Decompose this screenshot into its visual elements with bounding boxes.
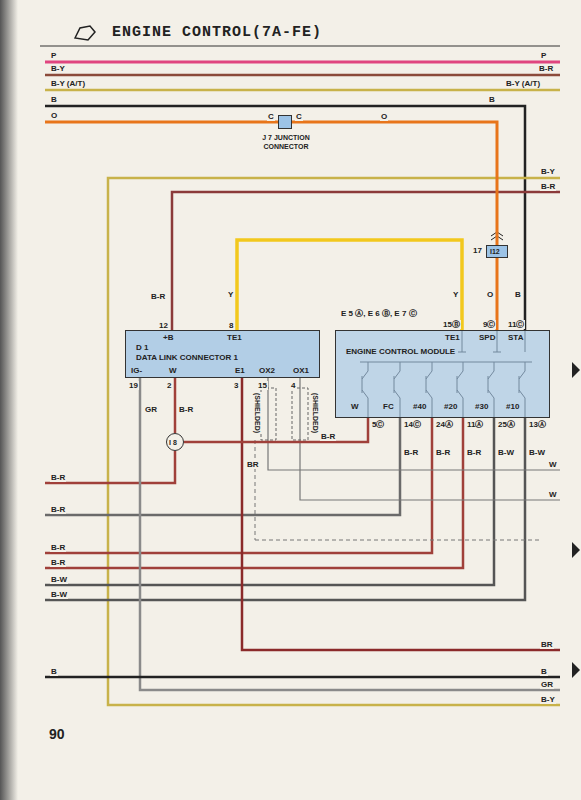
wire-connector [174, 378, 177, 433]
pin-number: 15 [257, 381, 268, 390]
pin-number: 15Ⓑ [442, 320, 461, 329]
pin-name: #40 [412, 402, 427, 411]
pin-number: 11Ⓒ [507, 320, 525, 329]
wire-color: B-Y [540, 167, 556, 176]
pin-name: IG- [130, 366, 143, 375]
pin-label: C [295, 112, 303, 121]
wire-color: O [50, 111, 58, 120]
junction-connector: J 7 JUNCTION CONNECTOR [278, 115, 292, 129]
wire-color: B-Y [50, 64, 66, 73]
wire-color: B-W [50, 575, 68, 584]
wire-color: B-R [50, 473, 66, 482]
pin-name: E1 [234, 366, 246, 375]
wire-color: B [50, 95, 58, 104]
wire-color: B [540, 667, 548, 676]
wire-color: W [548, 490, 558, 499]
pin-name: SPD [478, 333, 496, 342]
connector-box: I12 [486, 245, 508, 258]
page-title: ENGINE CONTROL(7A-FE) [112, 24, 322, 42]
wire-color: B-Y (A/T) [50, 79, 86, 88]
pin-name: #10 [505, 402, 520, 411]
wire-color: O [380, 112, 388, 121]
wire-color: B-W [528, 448, 546, 457]
wire-color: B-R [50, 543, 66, 552]
pin-name: TE1 [444, 333, 461, 342]
wire-color: B-R [150, 292, 166, 301]
wire-color: B [488, 95, 496, 104]
wire-color: B [50, 667, 58, 676]
pin-label: C [267, 112, 275, 121]
wire-color: P [50, 51, 57, 60]
wire-color: B-R [403, 448, 419, 457]
wire-color: B-R [50, 558, 66, 567]
wire-color: B-R [466, 448, 482, 457]
pin-number: 24Ⓐ [435, 420, 454, 429]
wire-connector [184, 418, 368, 442]
pin-number: 5Ⓒ [371, 420, 385, 429]
wire-color: BR [246, 460, 260, 469]
pin-name: FC [382, 402, 395, 411]
pin-number: 14Ⓒ [403, 420, 422, 429]
wire-color: B-R [538, 64, 554, 73]
wire-color: BR [540, 640, 554, 649]
pin-number: 2 [166, 381, 172, 390]
wire-color: B-Y [540, 695, 556, 704]
wire-color: Y [452, 290, 459, 299]
pin-name: STA [507, 333, 524, 342]
pin-number: 8 [228, 321, 234, 330]
pin-name: W [168, 366, 178, 375]
node-text: ENGINE CONTROL MODULE [346, 347, 455, 356]
pin-number: 25Ⓐ [497, 420, 516, 429]
pin-name: W [350, 402, 360, 411]
wire-color: P [540, 51, 547, 60]
node-text: E 5 Ⓐ, E 6 Ⓑ, E 7 Ⓒ [341, 309, 417, 318]
wire-color: GR [144, 405, 158, 414]
pin-name: TE1 [226, 333, 243, 342]
page-number: 90 [48, 726, 66, 742]
pin-name: OX2 [258, 366, 276, 375]
wire-connector [237, 240, 462, 330]
pin-number: 4 [290, 381, 296, 390]
wire-color: B-R [50, 505, 66, 514]
shield-note: (SHIELDED) [311, 392, 320, 434]
wire-color: B-W [497, 448, 515, 457]
pin-number: 11Ⓐ [466, 420, 484, 429]
wire-color: O [486, 290, 494, 299]
pin-number: 9Ⓒ [482, 320, 496, 329]
wire-color: B-R [540, 182, 556, 191]
node-text: I12 [490, 247, 500, 256]
pin-number: 12 [158, 321, 169, 330]
wire-connector [292, 122, 497, 245]
wire-color: GR [540, 680, 554, 689]
connector-box: D 1DATA LINK CONNECTOR 1 [125, 330, 320, 378]
wire-color: B-R [320, 432, 336, 441]
node-text: I 8 [169, 438, 177, 447]
pin-name: #20 [443, 402, 458, 411]
wire-color: Y [227, 290, 234, 299]
wire-color: B [514, 290, 522, 299]
pin-name: #30 [474, 402, 489, 411]
wire-color: B-R [178, 405, 194, 414]
wire-color: W [548, 460, 558, 469]
junction-circle: I 8 [166, 433, 184, 451]
wire-color: B-Y (A/T) [505, 79, 541, 88]
node-text: DATA LINK CONNECTOR 1 [136, 353, 238, 362]
node-text: D 1 [136, 343, 148, 352]
pin-name: OX1 [292, 366, 310, 375]
pin-number: 3 [233, 381, 239, 390]
node-text: J 7 JUNCTION CONNECTOR [253, 133, 319, 151]
wire-color: B-R [435, 448, 451, 457]
pin-number: 17 [472, 246, 483, 255]
shield-note: (SHIELDED) [253, 392, 262, 434]
pin-number: 19 [128, 381, 139, 390]
pin-number: 13Ⓐ [528, 420, 547, 429]
pin-name: +B [162, 333, 174, 342]
wire-color: B-W [50, 590, 68, 599]
